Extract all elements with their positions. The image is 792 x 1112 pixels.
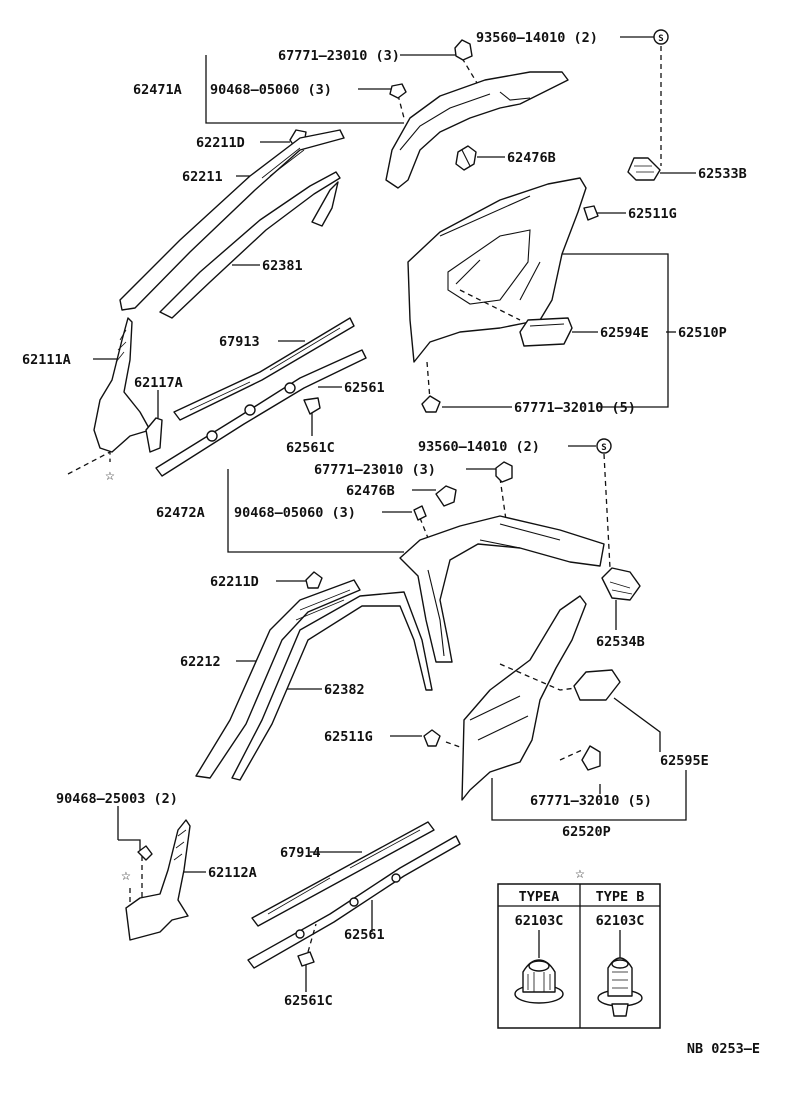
upper-parts: S <box>93 29 669 484</box>
cover-62534B <box>601 567 641 601</box>
box-62594E <box>519 317 573 347</box>
weatherstrip-62381-end <box>311 181 339 227</box>
label-67771-32010-upper: 67771–32010 (5) <box>514 400 636 416</box>
label-90468-05060-lower: 90468–05060 (3) <box>234 505 356 521</box>
type-b-header: TYPE B <box>596 889 645 905</box>
plate-62117A <box>145 417 163 453</box>
label-62594E: 62594E <box>600 325 649 341</box>
scuff-plate-67913 <box>173 317 355 421</box>
clip-62211D-lower <box>305 571 323 589</box>
label-62212: 62212 <box>180 654 221 670</box>
label-62561C-lower: 62561C <box>284 993 333 1009</box>
lower-parts: S ☆ <box>121 438 641 969</box>
weatherstrip-62382 <box>231 591 433 781</box>
rail-62561-upper <box>155 349 367 477</box>
label-67771-23010-upper: 67771–23010 (3) <box>278 48 400 64</box>
lower-quarter-trim-62472A <box>399 515 605 663</box>
front-pillar-garnish-62111A <box>93 317 151 453</box>
label-62534B: 62534B <box>596 634 645 650</box>
label-62211D-lower: 62211D <box>210 574 259 590</box>
label-67771-32010-lower: 67771–32010 (5) <box>530 793 652 809</box>
label-62382: 62382 <box>324 682 365 698</box>
label-62511G-lower: 62511G <box>324 729 373 745</box>
label-90468-05060-upper: 90468–05060 (3) <box>210 82 332 98</box>
screw-90468-25003 <box>137 845 153 861</box>
label-62476B-upper: 62476B <box>507 150 556 166</box>
type-b-part-number: 62103C <box>596 913 645 929</box>
label-62520P: 62520P <box>562 824 611 840</box>
roof-side-garnish-62212 <box>195 579 361 779</box>
clip-type-table: ☆ TYPEA TYPE B 62103C 62103C <box>497 863 661 1029</box>
clip-62561C-upper <box>303 397 321 415</box>
label-93560-14010-lower: 93560–14010 (2) <box>418 439 540 455</box>
s-mark-circle-lower <box>596 438 612 454</box>
weatherstrip-62381 <box>159 171 341 319</box>
label-62111A: 62111A <box>22 352 71 368</box>
clip-67771-32010-lower <box>581 745 601 771</box>
s-mark-lower: S <box>601 443 606 453</box>
clip-67771-23010-lower <box>495 461 513 483</box>
label-62476B-lower: 62476B <box>346 483 395 499</box>
star-symbol-upper: ☆ <box>105 465 115 484</box>
scuff-plate-67914 <box>251 821 435 927</box>
label-62471A: 62471A <box>133 82 182 98</box>
label-62211: 62211 <box>182 169 223 185</box>
clip-62476B-lower <box>435 485 457 507</box>
clip-67771-23010-upper <box>454 39 473 61</box>
label-67913: 67913 <box>219 334 260 350</box>
label-62561-lower: 62561 <box>344 927 385 943</box>
label-93560-14010-upper: 93560–14010 (2) <box>476 30 598 46</box>
label-62561C-upper: 62561C <box>286 440 335 456</box>
label-62510P: 62510P <box>678 325 727 341</box>
s-mark-circle-upper <box>653 29 669 45</box>
label-62533B: 62533B <box>698 166 747 182</box>
upper-quarter-trim-62471A <box>385 71 569 189</box>
figure-code: NB 0253–E <box>687 1041 760 1057</box>
label-67771-23010-lower: 67771–23010 (3) <box>314 462 436 478</box>
quarter-trim-panel-62520P <box>461 595 587 801</box>
label-62595E: 62595E <box>660 753 709 769</box>
label-90468-25003: 90468–25003 (2) <box>56 791 178 807</box>
cover-62533B <box>627 157 661 181</box>
clip-67771-32010-upper <box>421 395 441 413</box>
part-labels: 93560–14010 (2) 67771–23010 (3) 62471A 9… <box>22 30 747 1009</box>
clip-62511G-upper <box>583 205 599 221</box>
type-a-part-number: 62103C <box>515 913 564 929</box>
star-symbol-table: ☆ <box>575 863 585 882</box>
clip-62511G-lower <box>423 729 441 747</box>
label-62561-upper: 62561 <box>344 380 385 396</box>
label-62117A: 62117A <box>134 375 183 391</box>
label-62381: 62381 <box>262 258 303 274</box>
quarter-trim-panel-62510P <box>407 177 587 363</box>
center-pillar-garnish-62112A <box>125 819 191 941</box>
lower-leader-lines <box>117 445 687 992</box>
clip-62561C-lower <box>297 951 315 967</box>
label-67914: 67914 <box>280 845 321 861</box>
star-symbol-lower: ☆ <box>121 865 131 884</box>
label-62112A: 62112A <box>208 865 257 881</box>
box-62595E <box>573 669 621 701</box>
screw-90468-05060-upper <box>389 83 407 99</box>
s-mark-upper: S <box>658 34 663 44</box>
screw-90468-05060-lower <box>413 505 427 521</box>
roof-side-garnish-62211 <box>119 129 345 311</box>
label-62211D-upper: 62211D <box>196 135 245 151</box>
type-a-clip-drawing <box>514 959 564 1004</box>
type-a-header: TYPEA <box>519 889 560 905</box>
type-b-clip-drawing <box>597 957 643 1017</box>
label-62511G-upper: 62511G <box>628 206 677 222</box>
label-62472A: 62472A <box>156 505 205 521</box>
